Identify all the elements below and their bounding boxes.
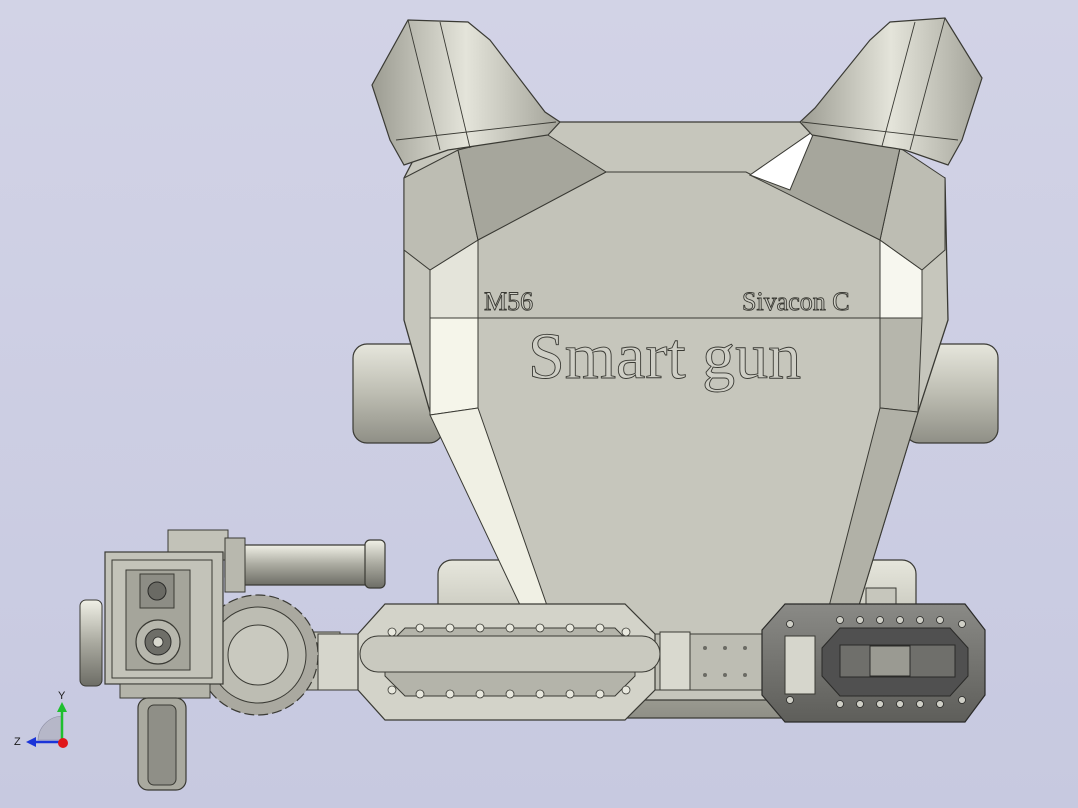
gun-mount-assembly — [79, 551, 224, 791]
z-axis-label: Z — [14, 736, 21, 748]
label-smart-gun: Smart gun — [528, 320, 801, 393]
label-sivacon-c: Sivacon C — [742, 287, 850, 316]
belt-link-plate-left — [357, 603, 661, 721]
x-axis-dot — [58, 738, 68, 748]
belt-link-plate-right — [761, 587, 986, 723]
adjuster-gear — [197, 594, 319, 716]
y-axis-label: Y — [58, 690, 66, 702]
orientation-triad[interactable]: Y Z — [14, 690, 68, 748]
label-m56: M56 — [484, 287, 533, 316]
right-shoulder-strap — [748, 17, 983, 271]
left-shoulder-strap — [371, 19, 607, 271]
